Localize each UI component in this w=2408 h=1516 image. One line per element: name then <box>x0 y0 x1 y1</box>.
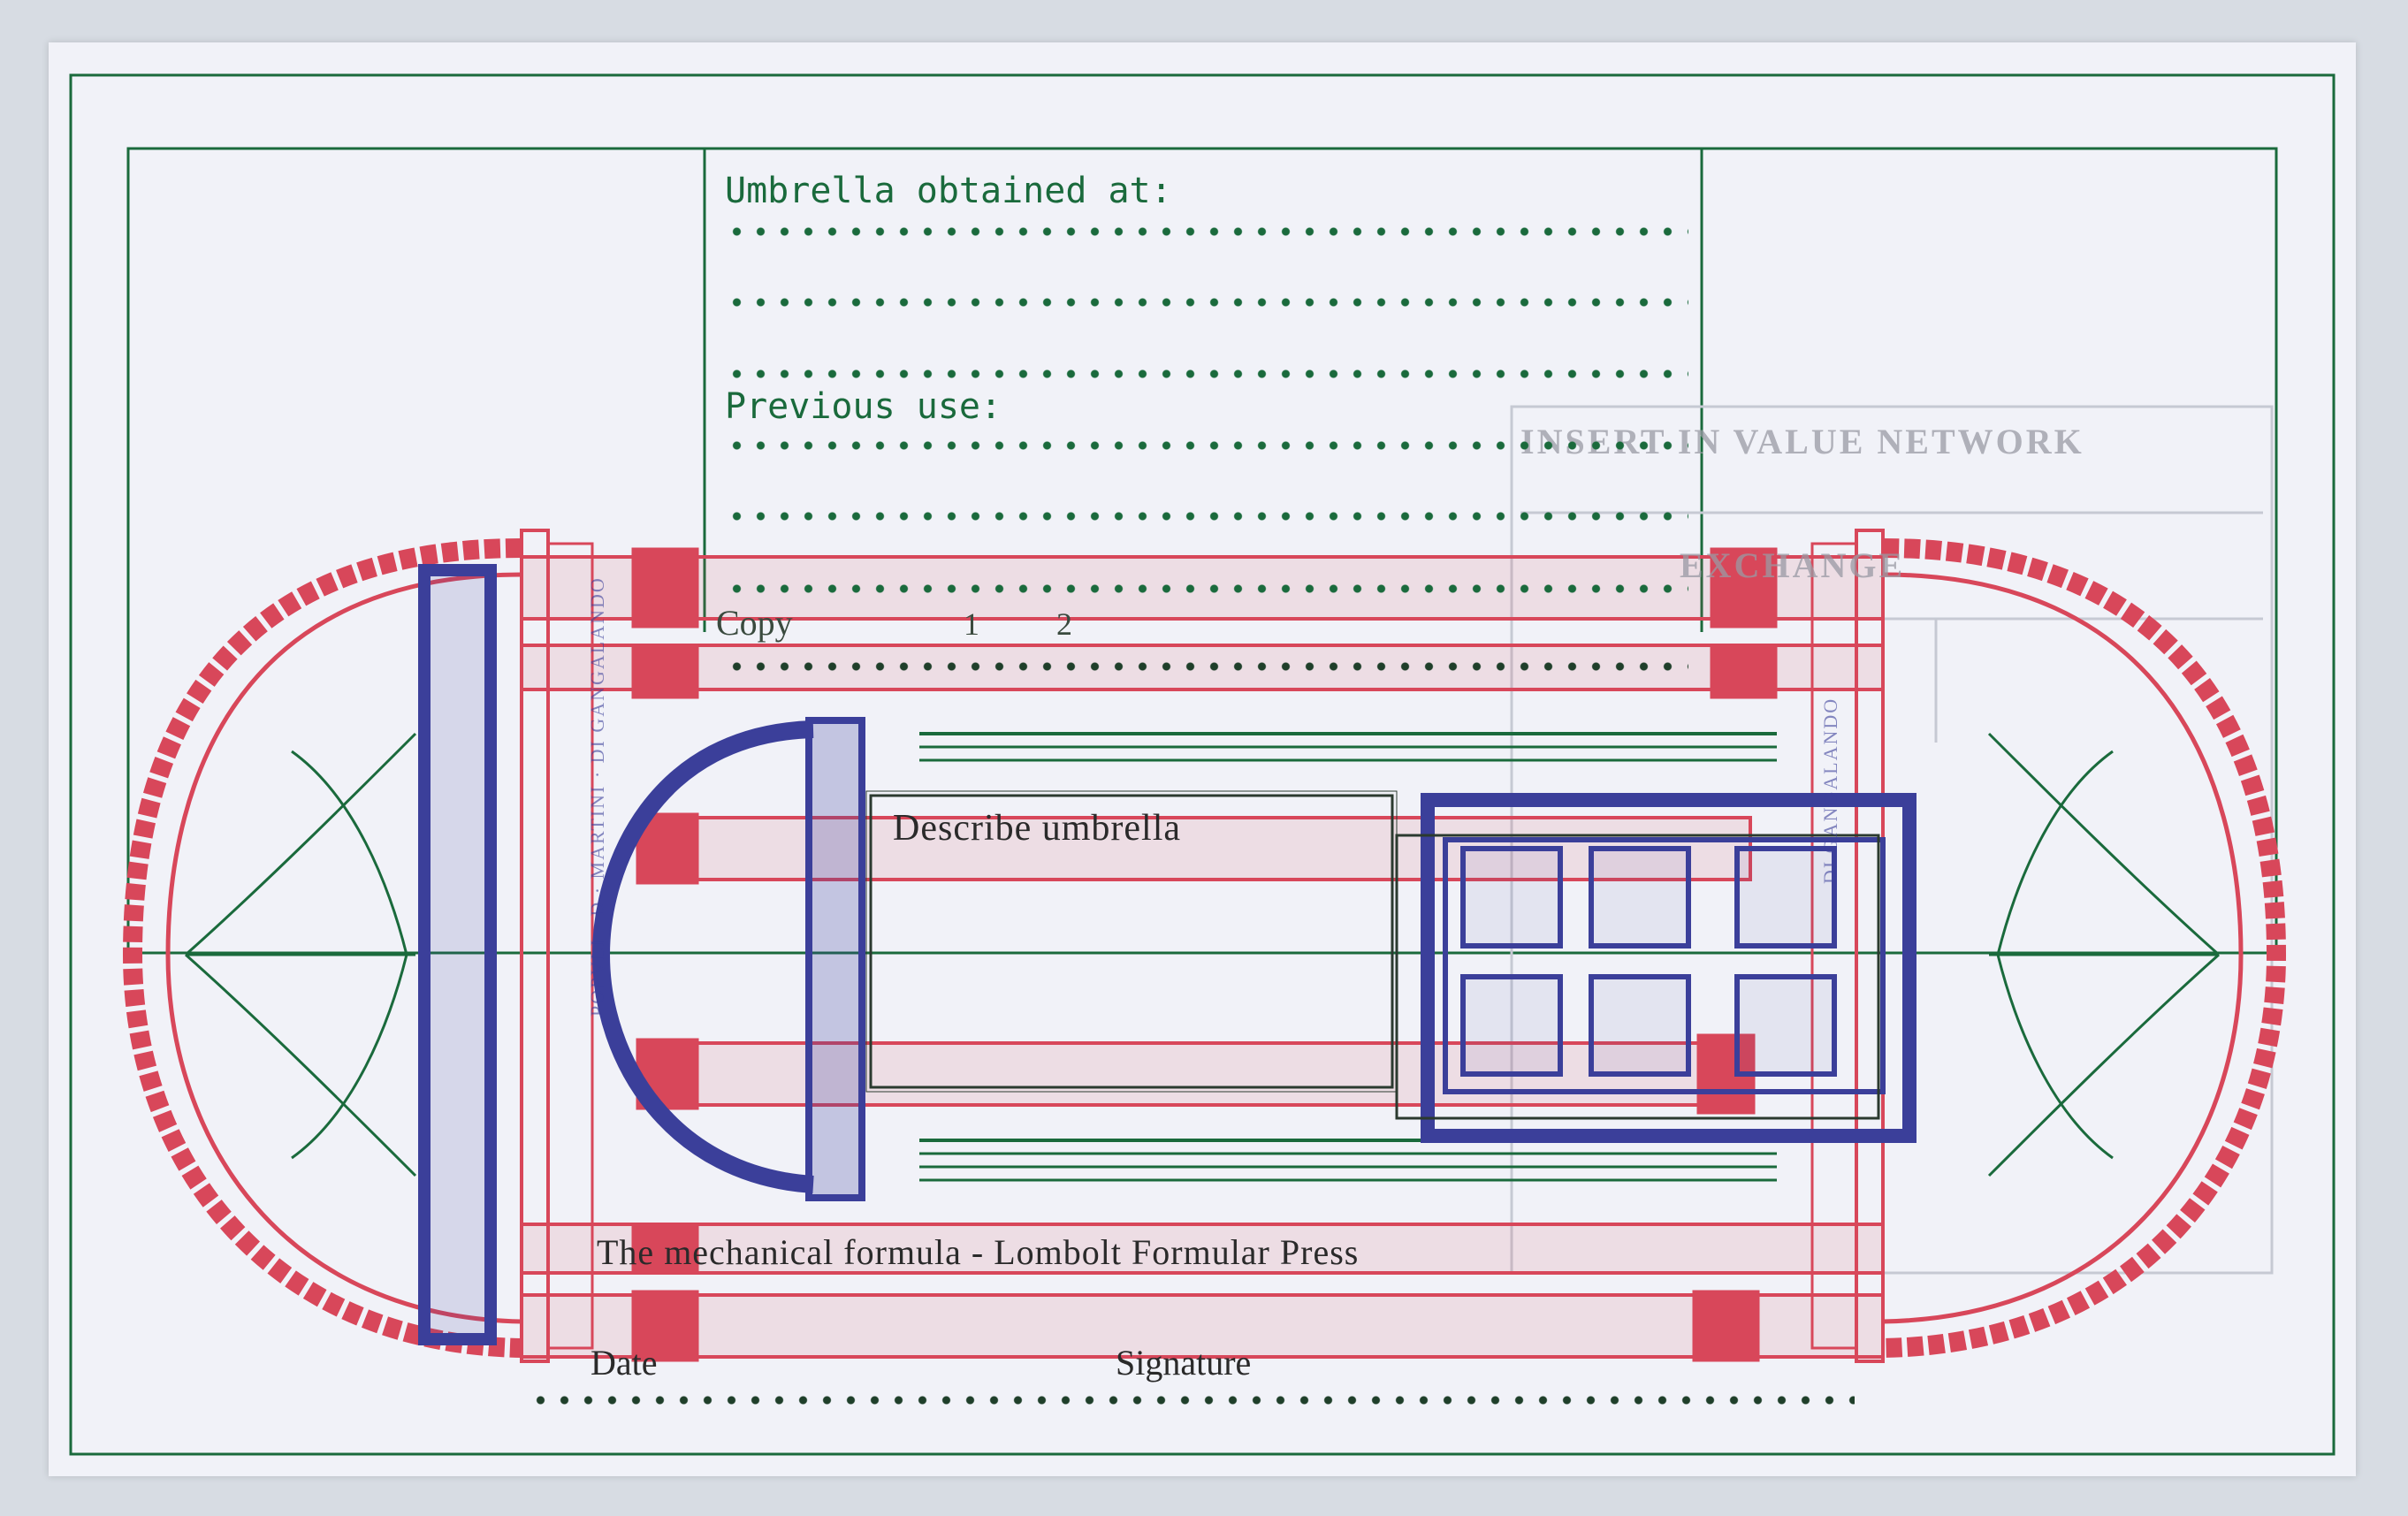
green-ribs <box>185 732 2220 1182</box>
signature-dotted-line <box>529 1395 1855 1406</box>
dotted-line-5 <box>725 511 1688 522</box>
dotted-line-2 <box>725 297 1688 308</box>
blue-structure <box>418 564 1916 1345</box>
outer-frame <box>69 73 2336 1456</box>
left-outer-arc <box>122 538 522 1358</box>
blue-frieze-left <box>418 564 497 1345</box>
capital <box>631 1290 699 1362</box>
copy-label: Copy <box>716 603 793 643</box>
coffer <box>1734 974 1837 1077</box>
capital <box>631 644 699 699</box>
capital <box>1692 1290 1760 1362</box>
formula-line: The mechanical formula - Lombolt Formula… <box>597 1232 1360 1272</box>
describe-box <box>869 794 1394 1089</box>
coffer-grid <box>1443 837 1886 1094</box>
blue-column <box>805 717 865 1201</box>
bleed-heading-2: EXCHANGE <box>1680 545 1906 585</box>
dotted-line-6 <box>725 583 1688 594</box>
date-label: Date <box>591 1343 658 1383</box>
right-outer-arc <box>1882 538 2287 1358</box>
coffer <box>1460 846 1563 948</box>
blue-apse <box>591 720 814 1193</box>
capital <box>1710 644 1778 699</box>
dotted-line-4 <box>725 440 1688 451</box>
describe-umbrella-label: Describe umbrella <box>893 808 1182 849</box>
frieze-inscription-left: POPVLI · D · MARTINI · DI GANGALANDO <box>586 576 608 1017</box>
signature-label: Signature <box>1116 1343 1252 1383</box>
pier-left-2 <box>546 542 594 1350</box>
capital <box>631 1223 699 1274</box>
dotted-line-7 <box>725 661 1688 672</box>
previous-use-label: Previous use: <box>725 386 1002 427</box>
umbrella-obtained-label: Umbrella obtained at: <box>725 171 1172 211</box>
copy-number-1: 1 <box>964 606 979 642</box>
copy-number-2: 2 <box>1056 606 1072 642</box>
inner-frame-right <box>1395 834 1880 1120</box>
frieze-inscription-right: DI GANGALANDO <box>1819 697 1841 884</box>
capital <box>1710 547 1778 628</box>
left-inner-arc <box>165 572 522 1324</box>
coffer <box>1460 974 1563 1077</box>
blue-slab <box>1421 793 1916 1143</box>
right-inner-arc <box>1882 572 2244 1324</box>
coffer <box>1589 846 1691 948</box>
dotted-line-3 <box>725 369 1688 379</box>
capital <box>631 547 699 628</box>
coffer <box>1589 974 1691 1077</box>
dotted-line-1 <box>725 226 1688 237</box>
coffer <box>1734 846 1837 948</box>
